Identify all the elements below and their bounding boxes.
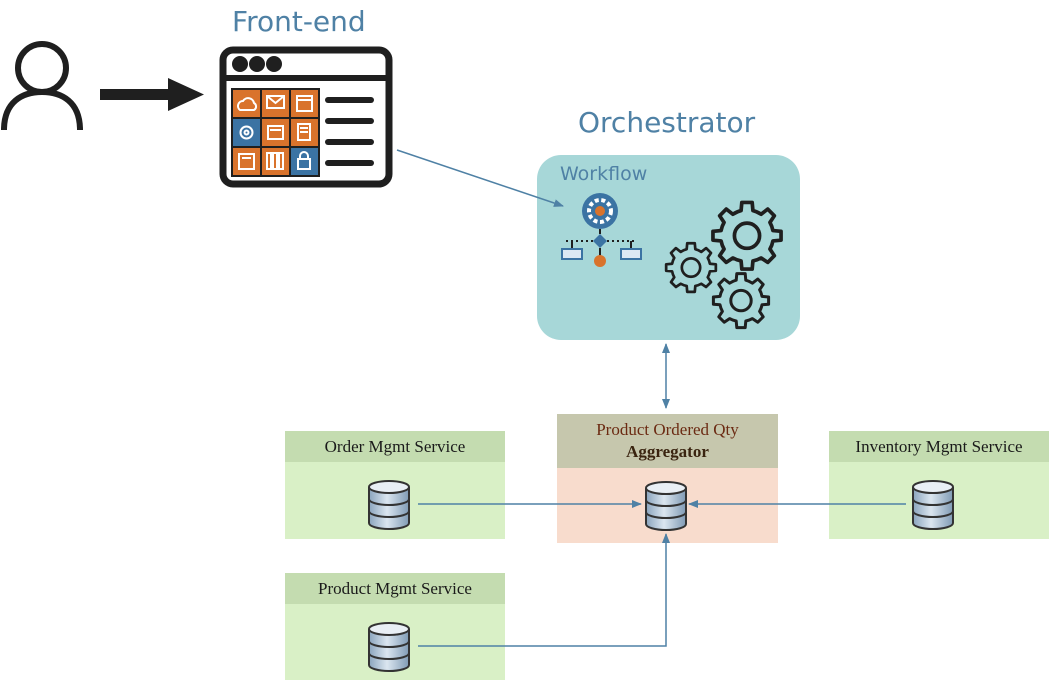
workflow-label: Workflow	[560, 163, 648, 185]
order-service-label: Order Mgmt Service	[285, 431, 505, 462]
order-database-icon	[368, 480, 410, 530]
inventory-service-label: Inventory Mgmt Service	[829, 431, 1049, 462]
product-to-aggregator-connector	[418, 533, 670, 647]
frontend-to-orchestrator-connector	[396, 149, 564, 207]
arrow-right-icon	[100, 78, 204, 111]
product-service-label: Product Mgmt Service	[285, 573, 505, 604]
orchestrator-title: Orchestrator	[578, 106, 756, 139]
aggregator-database-icon	[645, 481, 687, 531]
workflow-icon	[561, 193, 642, 267]
aggregator-header: Product Ordered Qty Aggregator	[557, 414, 778, 468]
aggregator-title: Product Ordered Qty	[596, 420, 739, 439]
gears-icon	[664, 200, 783, 330]
orchestrator-panel	[537, 155, 800, 340]
aggregator-subtitle: Aggregator	[626, 442, 709, 461]
frontend-title: Front-end	[232, 5, 366, 38]
user-icon	[1, 41, 83, 131]
aggregator-box: Product Ordered Qty Aggregator	[557, 414, 778, 543]
product-database-icon	[368, 622, 410, 672]
browser-window-icon	[219, 46, 393, 188]
inventory-database-icon	[912, 480, 954, 530]
